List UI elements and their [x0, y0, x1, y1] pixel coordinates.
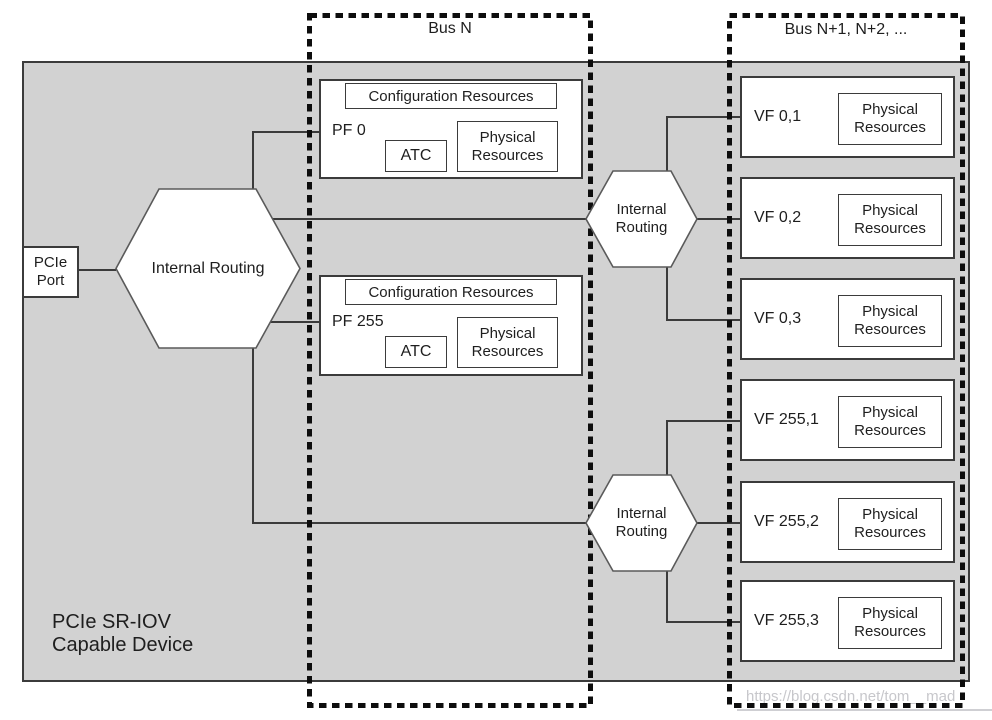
physical-resources-line1: Physical — [862, 404, 918, 421]
config-resources-box: Configuration Resources — [345, 279, 557, 305]
device-label-line1: PCIe SR-IOV — [52, 611, 171, 633]
vf-name: VF 255,1 — [754, 411, 819, 428]
connector-upper-router-to-vf03-horizontal — [666, 319, 741, 321]
connector-lower-router-to-vf2551-vertical — [666, 420, 668, 477]
atc-box: ATC — [385, 336, 447, 368]
physical-resources-line1: Physical — [479, 128, 536, 146]
connector-main-router-to-pf0-horizontal — [252, 131, 320, 133]
connector-upper-router-to-vf03-vertical — [666, 267, 668, 321]
internal-routing-lower-label: Internal Routing — [585, 474, 698, 572]
bus-n-plus-boundary — [727, 13, 965, 708]
pcie-port-label-line1: PCIe — [33, 254, 68, 271]
physical-resources-box: Physical Resources — [457, 317, 558, 368]
internal-routing-upper-label: Internal Routing — [585, 170, 698, 268]
physical-resources-line1: Physical — [862, 101, 918, 118]
connector-main-router-to-upper-router — [270, 218, 586, 220]
physical-resources-line2: Resources — [471, 146, 544, 164]
physical-resources-box: Physical Resources — [838, 597, 942, 649]
connector-main-router-to-lower-router-horizontal — [252, 522, 587, 524]
bus-n-label: Bus N — [428, 20, 472, 37]
vf-name: VF 255,3 — [754, 612, 819, 629]
bus-n-plus-label: Bus N+1, N+2, ... — [784, 21, 908, 38]
vf-name: VF 255,2 — [754, 513, 819, 530]
vf-block-255-1: VF 255,1 Physical Resources — [740, 379, 955, 461]
internal-routing-main-label: Internal Routing — [151, 260, 265, 277]
vf-name: VF 0,1 — [754, 108, 802, 125]
pf0-name: PF 0 — [332, 122, 366, 139]
vf-block-0-1: VF 0,1 Physical Resources — [740, 76, 955, 158]
vf-block-0-3: VF 0,3 Physical Resources — [740, 278, 955, 360]
watermark-underline — [737, 709, 992, 711]
physical-resources-line2: Resources — [471, 342, 544, 360]
physical-resources-line1: Physical — [862, 303, 918, 320]
physical-resources-box: Physical Resources — [838, 194, 942, 246]
device-label: PCIe SR-IOV Capable Device — [52, 611, 193, 657]
pcie-port-label-line2: Port — [36, 272, 65, 289]
connector-main-router-to-pf0-vertical — [252, 131, 254, 190]
hexagon-shape — [585, 474, 698, 572]
internal-routing-hexagon-upper: Internal Routing — [585, 170, 698, 268]
physical-resources-line2: Resources — [854, 524, 926, 541]
connector-lower-router-to-vf2553-vertical — [666, 570, 668, 623]
config-resources-box: Configuration Resources — [345, 83, 557, 109]
internal-routing-upper-line1: Internal — [616, 201, 667, 218]
connector-lower-router-to-vf2552 — [696, 522, 741, 524]
physical-resources-line2: Resources — [854, 623, 926, 640]
vf-block-0-2: VF 0,2 Physical Resources — [740, 177, 955, 259]
physical-resources-box: Physical Resources — [838, 498, 942, 550]
physical-resources-line2: Resources — [854, 220, 926, 237]
bus-n-boundary — [307, 13, 593, 708]
pcie-port-box: PCIe Port — [22, 246, 79, 298]
hexagon-shape — [115, 188, 301, 349]
physical-resources-box: Physical Resources — [838, 93, 942, 145]
pf255-block: Configuration Resources PF 255 ATC Physi… — [319, 275, 583, 376]
pf0-block: Configuration Resources PF 0 ATC Physica… — [319, 79, 583, 179]
physical-resources-box: Physical Resources — [838, 396, 942, 448]
vf-block-255-2: VF 255,2 Physical Resources — [740, 481, 955, 563]
physical-resources-line2: Resources — [854, 119, 926, 136]
connector-upper-router-to-vf01-horizontal — [666, 116, 741, 118]
vf-name: VF 0,2 — [754, 209, 802, 226]
internal-routing-hexagon-main: Internal Routing — [115, 188, 301, 349]
physical-resources-line1: Physical — [862, 605, 918, 622]
physical-resources-line1: Physical — [479, 324, 536, 342]
connector-lower-router-to-vf2553-horizontal — [666, 621, 741, 623]
vf-name: VF 0,3 — [754, 310, 802, 327]
connector-lower-router-to-vf2551-horizontal — [666, 420, 741, 422]
connector-upper-router-to-vf01-vertical — [666, 116, 668, 172]
physical-resources-box: Physical Resources — [457, 121, 558, 172]
device-label-line2: Capable Device — [52, 634, 194, 656]
internal-routing-lower-line2: Routing — [615, 523, 668, 540]
hexagon-shape — [585, 170, 698, 268]
physical-resources-line1: Physical — [862, 506, 918, 523]
pf255-name: PF 255 — [332, 313, 384, 330]
connector-main-router-to-pf255 — [267, 321, 320, 323]
physical-resources-box: Physical Resources — [838, 295, 942, 347]
physical-resources-line1: Physical — [862, 202, 918, 219]
internal-routing-lower-line1: Internal — [616, 505, 667, 522]
internal-routing-upper-line2: Routing — [615, 219, 668, 236]
watermark-link: https://blog.csdn.net/tom__mad — [746, 688, 956, 705]
physical-resources-line2: Resources — [854, 422, 926, 439]
internal-routing-hexagon-lower: Internal Routing — [585, 474, 698, 572]
connector-upper-router-to-vf02 — [696, 218, 741, 220]
physical-resources-line2: Resources — [854, 321, 926, 338]
connector-port-to-main-router — [78, 269, 116, 271]
vf-block-255-3: VF 255,3 Physical Resources — [740, 580, 955, 662]
connector-main-router-to-lower-router-vertical — [252, 346, 254, 524]
atc-box: ATC — [385, 140, 447, 172]
